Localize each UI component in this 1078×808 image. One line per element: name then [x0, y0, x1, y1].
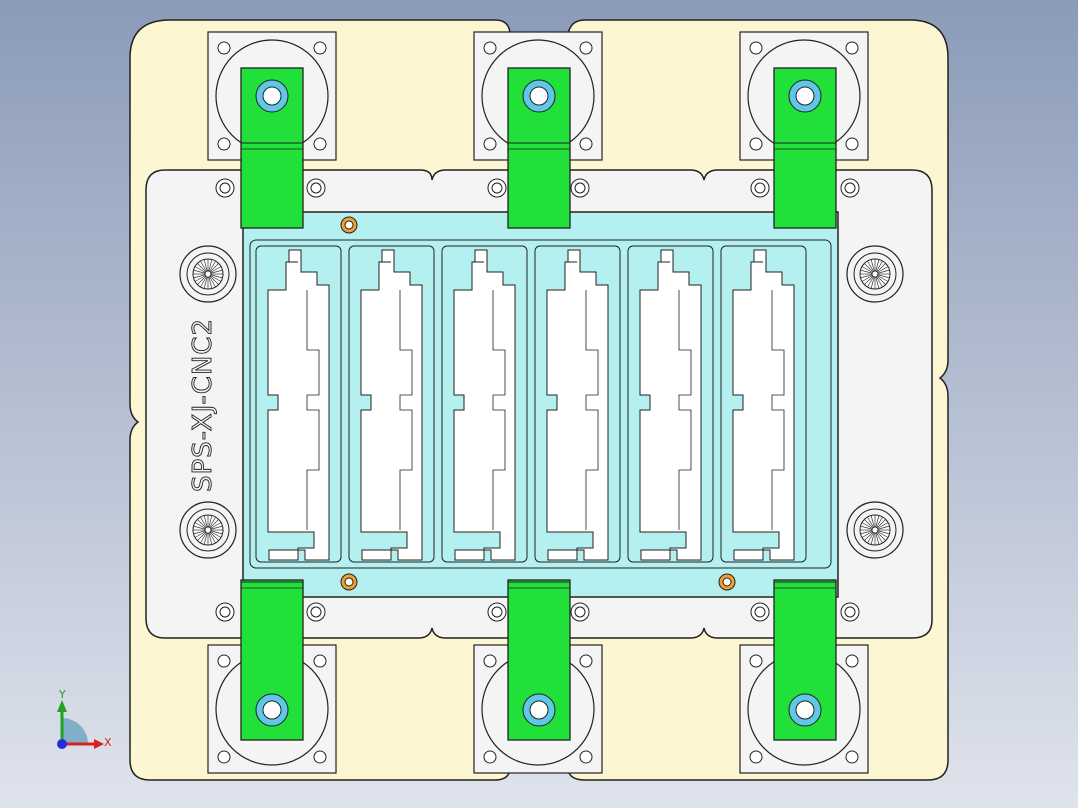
swing-clamp[interactable]: [507, 67, 571, 229]
socket-bolt-icons: [179, 245, 904, 559]
swing-clamp[interactable]: [240, 579, 304, 741]
sub-plate-screws: [215, 178, 860, 622]
part-pocket: [441, 245, 528, 563]
part-pocket: [720, 245, 807, 563]
socket-bolt-icon: [846, 245, 904, 303]
axis-y-label: Y: [58, 688, 66, 701]
coordinate-triad-icon: Y X: [57, 688, 112, 749]
swing-clamp[interactable]: [773, 579, 837, 741]
part-pocket: [348, 245, 435, 563]
part-label: SPS-XJ-CNC2: [188, 318, 218, 492]
socket-bolt-icon: [179, 501, 237, 559]
corner-screws: [217, 41, 859, 764]
socket-bolt-icon: [179, 245, 237, 303]
part-pocket: [255, 245, 342, 563]
part-pockets: [255, 245, 807, 563]
locator-pins: [340, 216, 736, 591]
part-pocket: [534, 245, 621, 563]
part-pocket: [627, 245, 714, 563]
swing-clamp[interactable]: [773, 67, 837, 229]
swing-clamps[interactable]: [240, 67, 837, 741]
swing-clamp[interactable]: [240, 67, 304, 229]
socket-bolt-icon: [846, 501, 904, 559]
swing-clamp[interactable]: [507, 579, 571, 741]
axis-x-label: X: [104, 736, 112, 749]
